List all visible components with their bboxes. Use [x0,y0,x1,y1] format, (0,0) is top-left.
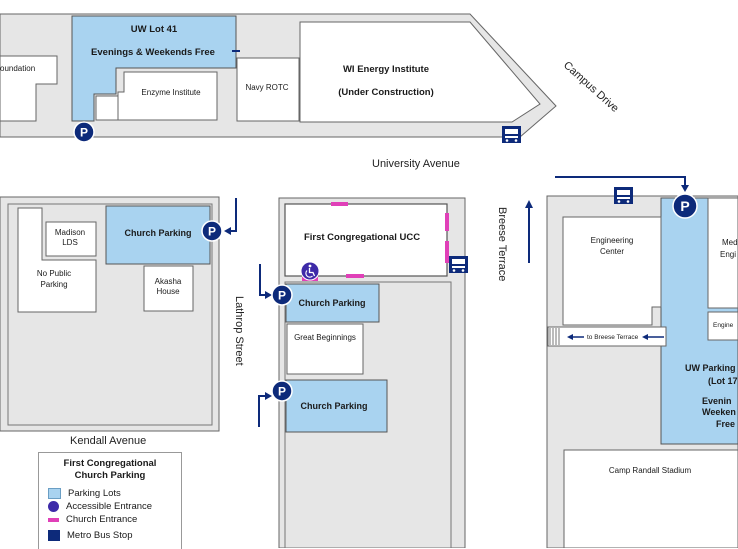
uw-lot-41-label: UW Lot 41 [131,24,178,35]
metro-bus-icon[interactable] [449,256,468,273]
breese-walkway[interactable] [547,326,667,347]
church-parking-west-lot[interactable] [105,205,211,265]
arrow-walkway-west-head [567,334,573,340]
church-entrance-swatch-icon [48,517,59,522]
enzyme-institute-label: Enzyme Institute [141,88,201,97]
legend-church-entrance: Church Entrance [48,513,181,526]
arrow-lot17-head [681,185,689,192]
svg-text:P: P [208,225,216,239]
lathrop-street-label: Lathrop Street [233,296,245,366]
enzyme-institute-building[interactable] [117,71,218,121]
church-parking-south-label: Church Parking [300,401,367,411]
great-beginnings-building[interactable] [286,323,364,375]
engineering-center-label: Engineering [591,236,634,245]
med-engineering-label: Med [722,238,738,247]
akasha-house-label-2: House [156,287,180,296]
foundation-label: oundation [0,64,35,73]
west-block-inner [7,203,213,426]
engineering-center-label-2: Center [600,247,624,256]
svg-text:P: P [278,385,286,399]
church-entrance-east-1 [445,213,449,231]
svg-text:P: P [278,289,286,303]
kendall-avenue-label: Kendall Avenue [70,435,146,447]
arrow-south-lot-head [265,392,272,400]
arrow-north-lot-head [265,291,272,299]
legend-bus-stop: Metro Bus Stop [48,529,181,542]
wheelchair-icon[interactable] [300,261,320,281]
church-parking-west-label: Church Parking [124,228,191,238]
arrow-north-lot [259,264,267,296]
uw-lot-41-free-label: Evenings & Weekends Free [91,47,215,58]
breese-terrace-label: Breese Terrace [496,207,508,281]
med-engineering-building[interactable] [707,197,738,309]
foundation-building[interactable] [0,55,58,122]
arrow-south-lot [258,395,267,427]
madison-lds-label: Madison [55,228,85,237]
uw-lot-17-label-1: UW Parking [685,363,736,373]
wi-energy-institute-building[interactable] [299,21,541,123]
no-public-parking-label-2: Parking [40,280,67,289]
parking-p-icon[interactable]: P [73,121,95,143]
small-annex [95,95,119,121]
uw-lot-17-label-3: Evenin [702,396,732,406]
engine-building[interactable] [707,311,738,341]
to-breese-terrace-label: to Breese Terrace [587,334,639,341]
madison-lds-building[interactable] [45,221,97,257]
uw-lot-17-label-5: Free [716,419,735,429]
walkway-steps [549,328,560,345]
uw-lot-17-label-4: Weeken [702,407,736,417]
wi-energy-subtitle: (Under Construction) [338,87,434,98]
arrow-west-lot-head [224,227,231,235]
legend-parking-lots: Parking Lots [48,487,181,500]
akasha-house-building[interactable] [143,265,194,312]
parking-p-icon[interactable]: P [672,193,698,219]
map-legend: First Congregational Church Parking Park… [38,452,182,549]
church-block-inner [284,281,452,548]
wheelchair-icon [48,501,59,512]
parking-p-icon[interactable]: P [271,284,293,306]
parking-p-icon[interactable]: P [201,220,223,242]
legend-accessible-entrance: Accessible Entrance [48,500,181,513]
uw-lot-17-label-2: (Lot 17 [708,376,738,386]
arrow-breese-head [525,200,533,208]
church-entrance-north [331,202,348,206]
metro-bus-icon [48,530,60,541]
metro-bus-icon[interactable] [614,187,633,204]
akasha-house-label: Akasha [155,277,182,286]
parking-p-icon[interactable]: P [271,380,293,402]
no-public-parking-label: No Public [37,269,71,278]
uw-lot-41-area[interactable] [71,15,237,122]
parking-swatch-icon [48,488,61,499]
first-congregational-label: First Congregational UCC [304,232,420,243]
great-beginnings-label: Great Beginnings [294,333,356,342]
church-parking-north-label: Church Parking [298,298,365,308]
engineering-center-building[interactable] [562,216,662,326]
no-public-parking-area [17,207,97,313]
church-parking-south-lot[interactable] [285,379,388,433]
campus-drive-label: Campus Drive [561,59,621,115]
camp-randall-label: Camp Randall Stadium [609,466,692,475]
metro-bus-icon[interactable] [502,126,521,143]
university-avenue-label: University Avenue [372,158,460,170]
engine-label: Engine [713,322,734,329]
arrow-west-lot [229,198,237,232]
navy-rotc-label: Navy ROTC [245,83,288,92]
church-entrance-south [346,274,364,278]
legend-title: First Congregational Church Parking [63,458,157,481]
med-engineering-label-2: Engi [720,250,736,259]
wi-energy-label: WI Energy Institute [343,64,429,75]
svg-text:P: P [80,126,88,140]
arrow-walkway-head [642,334,648,340]
madison-lds-label-2: LDS [62,238,78,247]
arrow-lot17 [555,176,686,186]
camp-randall-stadium[interactable] [563,449,738,548]
navy-rotc-building[interactable] [236,57,300,122]
svg-text:P: P [680,198,689,214]
church-entrance-east-2 [445,241,449,263]
